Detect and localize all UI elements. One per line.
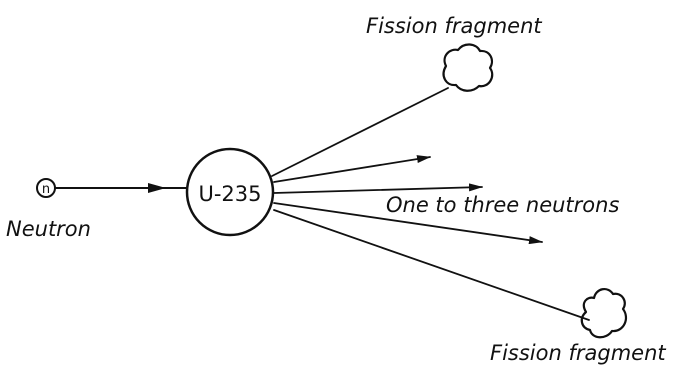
- bottom-fragment-label: Fission fragment: [490, 341, 666, 365]
- line-to-top-fragment: [271, 87, 449, 177]
- incoming-neutron: n: [36, 178, 187, 198]
- neutrons-count-label: One to three neutrons: [386, 193, 619, 217]
- neutron-symbol: n: [42, 182, 50, 197]
- top-fragment-label: Fission fragment: [366, 14, 542, 38]
- top-fragment-blob: [442, 43, 494, 92]
- emitted-neutron-arrow-1: [273, 155, 431, 183]
- emitted-neutron-arrow-3: [273, 202, 543, 245]
- emitted-neutron-arrow-2: [273, 183, 483, 194]
- line-to-bottom-fragment: [273, 209, 590, 321]
- u235-circle: [185, 147, 275, 237]
- bottom-fragment-blob: [580, 288, 628, 339]
- u235-label: U-235: [198, 182, 261, 206]
- u235-nucleus: U-235: [185, 147, 275, 237]
- neutron-label: Neutron: [6, 217, 91, 241]
- incoming-neutron-arrow: [148, 183, 166, 193]
